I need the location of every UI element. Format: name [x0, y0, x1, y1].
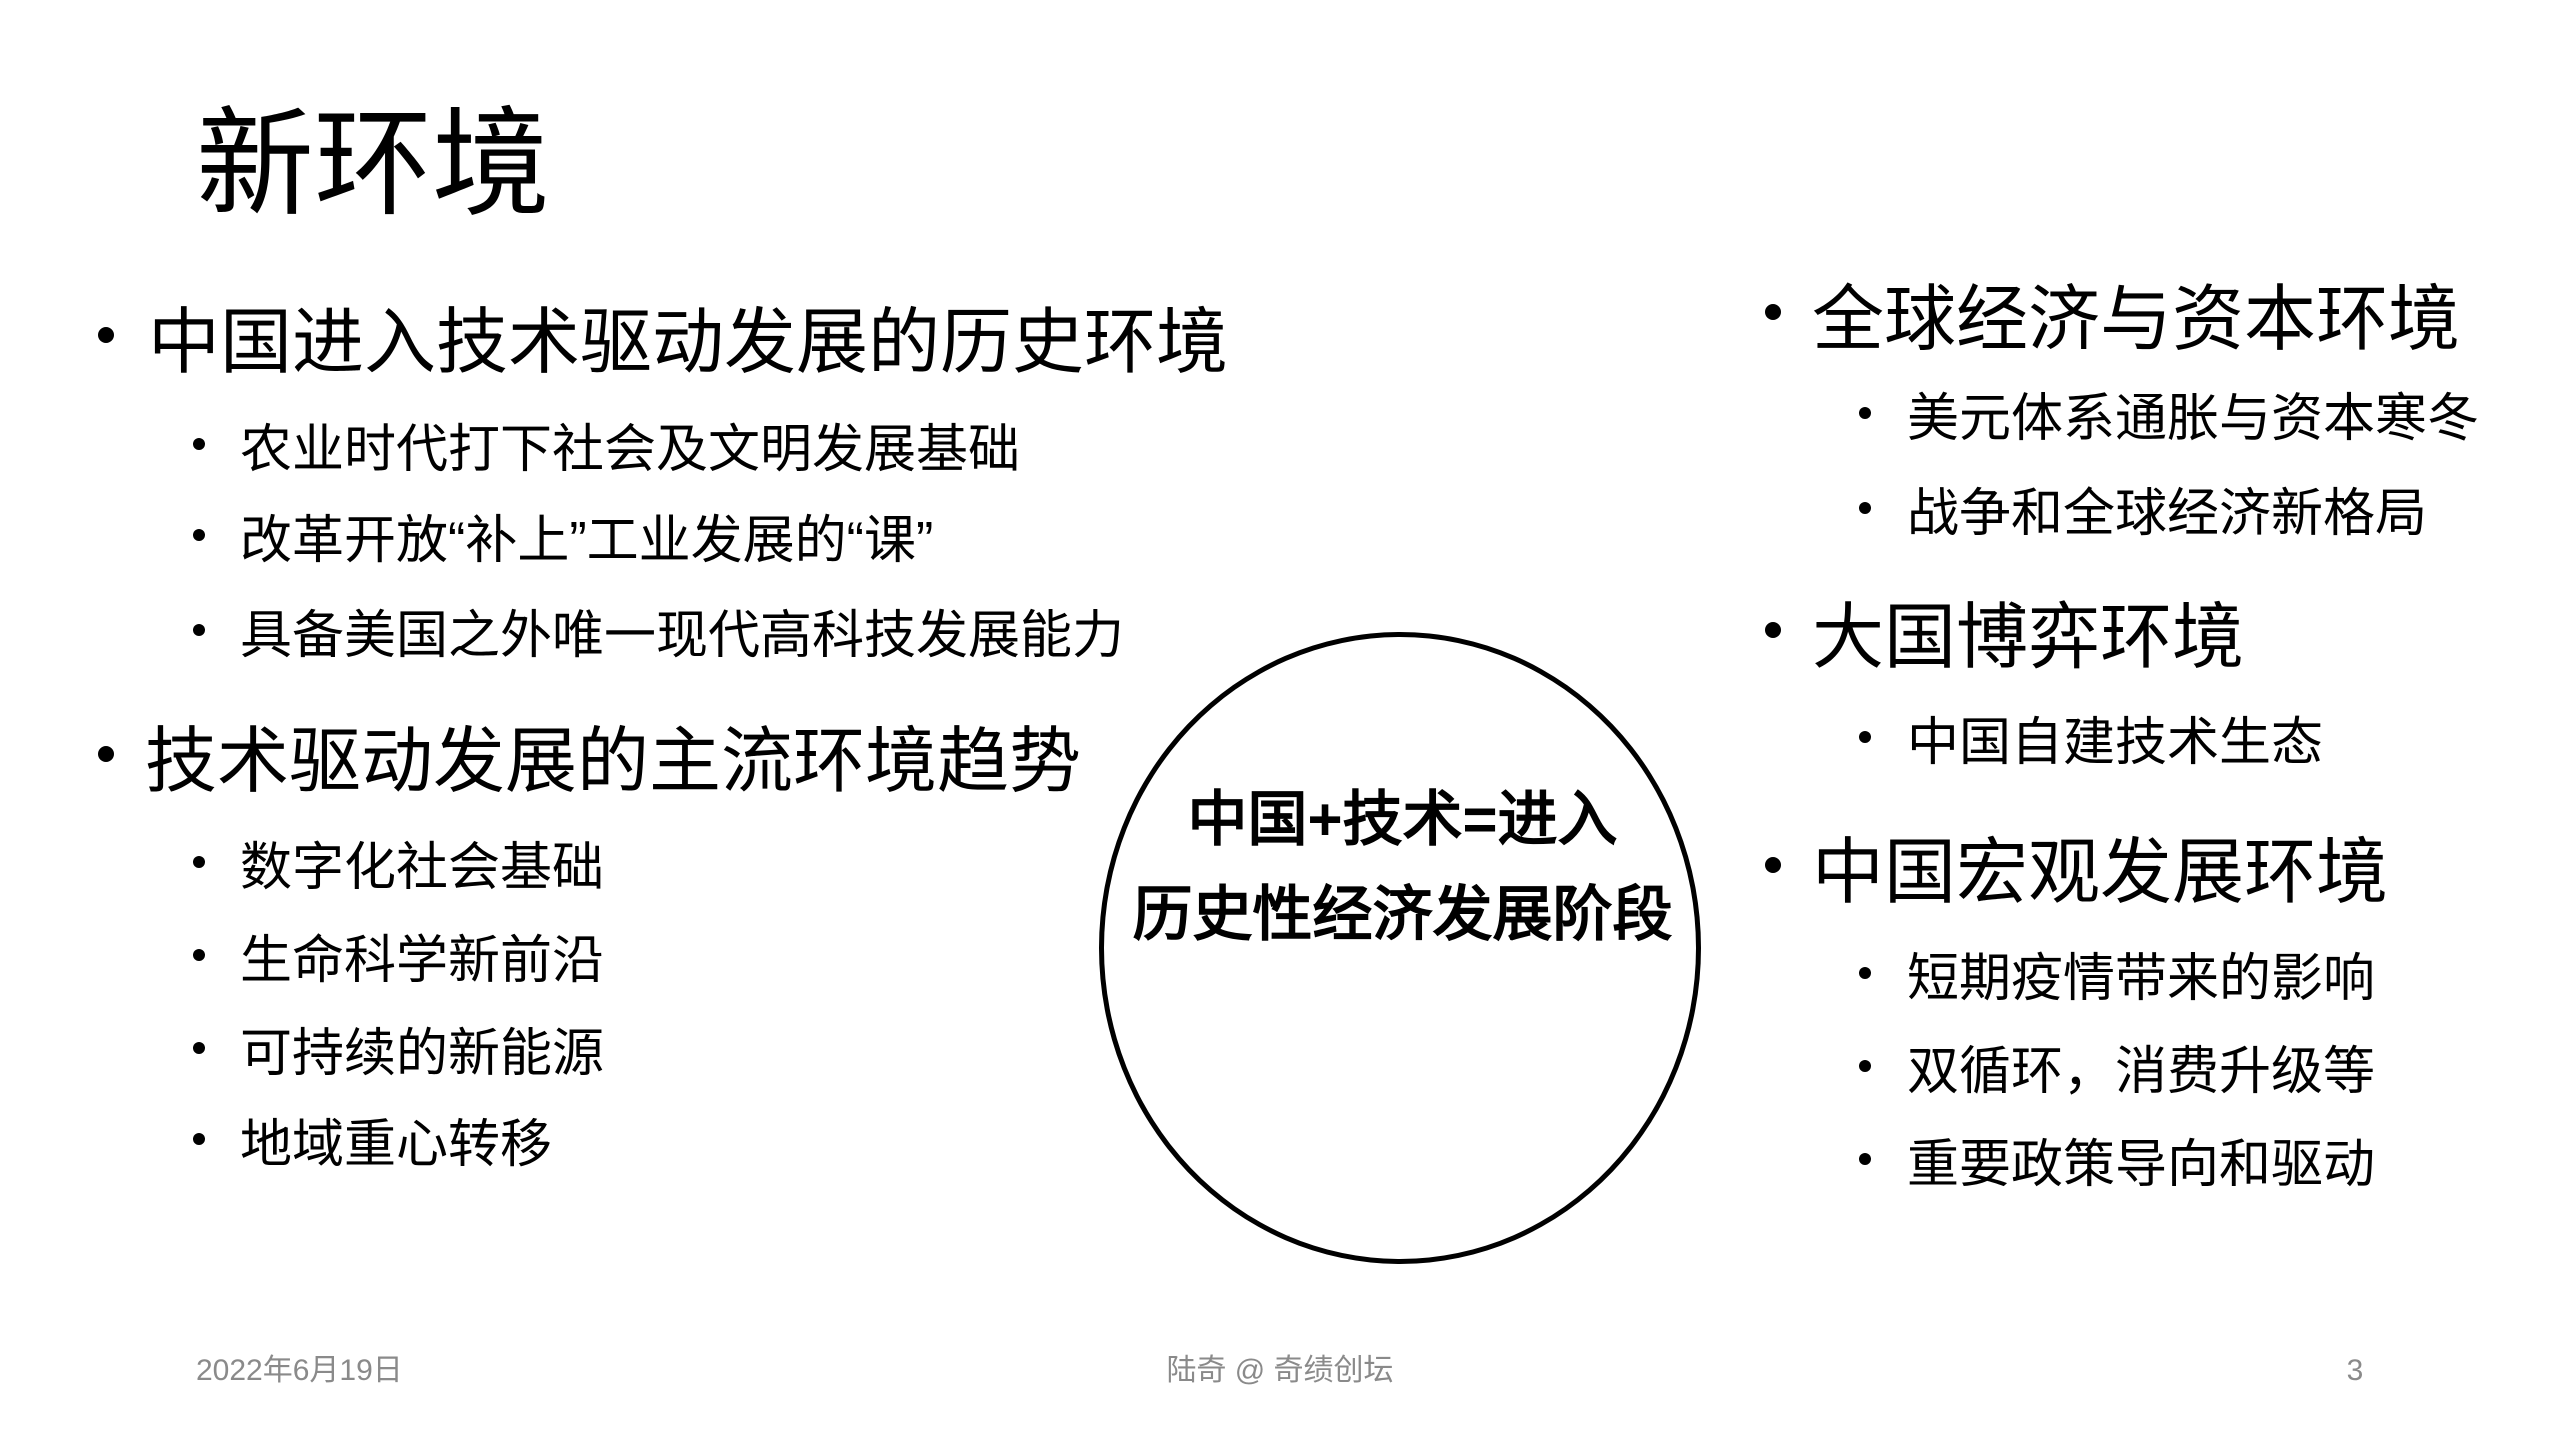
bullet-dot-icon [1765, 857, 1781, 873]
circle-text-line-1: 中国+技术=进入 [1187, 786, 1618, 853]
right-subbullet-1-2: 战争和全球经济新格局 [1700, 473, 2559, 543]
bullet-dot-icon [193, 949, 205, 961]
bullet-dot-icon [1859, 407, 1871, 419]
bullet-text: 中国自建技术生态 [1907, 713, 2324, 772]
bullet-text: 全球经济与资本环境 [1812, 279, 2461, 360]
left-bullet-2: 技术驱动发展的主流环境趋势 [0, 709, 1300, 802]
bullet-dot-icon [193, 856, 205, 868]
bullet-dot-icon [1859, 502, 1871, 514]
bullet-dot-icon [193, 438, 205, 450]
right-subbullet-3-2: 双循环，消费升级等 [1700, 1031, 2559, 1101]
bullet-dot-icon [1765, 304, 1781, 320]
bullet-dot-icon [98, 746, 114, 762]
bullet-text: 战争和全球经济新格局 [1907, 484, 2428, 543]
bullet-text: 美元体系通胀与资本寒冬 [1907, 389, 2480, 448]
bullet-dot-icon [1859, 1153, 1871, 1165]
center-circle-shape [1099, 632, 1701, 1264]
bullet-text: 大国博弈环境 [1812, 597, 2245, 678]
bullet-text: 具备美国之外唯一现代高科技发展能力 [240, 606, 1125, 665]
footer-author: 陆奇 @ 奇绩创坛 [1166, 1354, 1394, 1387]
bullet-text: 短期疫情带来的影响 [1907, 949, 2376, 1008]
footer-page-number: 3 [2346, 1354, 2364, 1387]
bullet-dot-icon [193, 1042, 205, 1054]
right-subbullet-2-1: 中国自建技术生态 [1700, 702, 2559, 772]
bullet-dot-icon [1859, 967, 1871, 979]
right-bullet-1: 全球经济与资本环境 [1700, 267, 2559, 360]
footer-date: 2022年6月19日 [196, 1354, 403, 1387]
bullet-text: 双循环，消费升级等 [1907, 1042, 2376, 1101]
bullet-dot-icon [193, 1133, 205, 1145]
slide-title: 新环境 [196, 99, 551, 231]
bullet-dot-icon [1765, 622, 1781, 638]
bullet-dot-icon [1859, 1060, 1871, 1072]
bullet-text: 可持续的新能源 [240, 1024, 605, 1083]
bullet-dot-icon [98, 327, 114, 343]
bullet-text: 重要政策导向和驱动 [1907, 1135, 2376, 1194]
left-bullet-1: 中国进入技术驱动发展的历史环境 [0, 290, 1300, 383]
bullet-text: 改革开放“补上”工业发展的“课” [240, 511, 934, 570]
circle-text-line-2: 历史性经济发展阶段 [1132, 881, 1673, 948]
right-bullet-3: 中国宏观发展环境 [1700, 820, 2559, 913]
bullet-text: 地域重心转移 [240, 1115, 553, 1174]
right-subbullet-3-3: 重要政策导向和驱动 [1700, 1124, 2559, 1194]
left-subbullet-2-3: 可持续的新能源 [0, 1013, 1000, 1083]
bullet-dot-icon [1859, 731, 1871, 743]
left-subbullet-1-3: 具备美国之外唯一现代高科技发展能力 [0, 595, 1200, 665]
right-subbullet-1-1: 美元体系通胀与资本寒冬 [1700, 378, 2559, 448]
left-subbullet-1-1: 农业时代打下社会及文明发展基础 [0, 409, 1200, 479]
left-subbullet-1-2: 改革开放“补上”工业发展的“课” [0, 500, 1200, 570]
bullet-text: 中国宏观发展环境 [1812, 832, 2389, 913]
left-subbullet-2-1: 数字化社会基础 [0, 827, 1000, 897]
bullet-text: 技术驱动发展的主流环境趋势 [145, 721, 1082, 802]
bullet-text: 数字化社会基础 [240, 838, 605, 897]
right-subbullet-3-1: 短期疫情带来的影响 [1700, 938, 2559, 1008]
bullet-dot-icon [193, 529, 205, 541]
bullet-text: 生命科学新前沿 [240, 931, 605, 990]
left-subbullet-2-4: 地域重心转移 [0, 1104, 1000, 1174]
bullet-dot-icon [193, 624, 205, 636]
bullet-text: 中国进入技术驱动发展的历史环境 [148, 302, 1229, 383]
right-bullet-2: 大国博弈环境 [1700, 585, 2559, 678]
left-subbullet-2-2: 生命科学新前沿 [0, 920, 1000, 990]
bullet-text: 农业时代打下社会及文明发展基础 [240, 420, 1021, 479]
